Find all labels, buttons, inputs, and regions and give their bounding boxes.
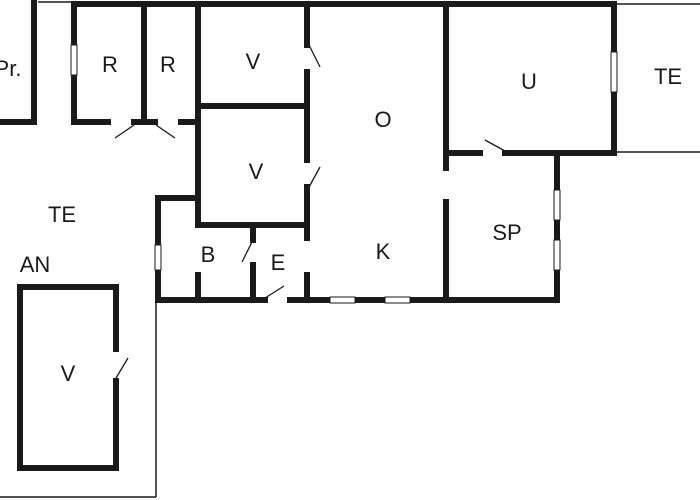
room-label-v2: V bbox=[249, 159, 264, 184]
doors bbox=[114, 44, 506, 379]
room-label-te-right: TE bbox=[654, 64, 682, 89]
room-label-sp: SP bbox=[492, 220, 521, 245]
room-label-o: O bbox=[374, 107, 391, 132]
room-label-v3: V bbox=[61, 361, 76, 386]
room-label-u: U bbox=[521, 69, 537, 94]
room-label-k: K bbox=[376, 239, 391, 264]
room-label-r2: R bbox=[160, 52, 176, 77]
room-label-v1: V bbox=[246, 49, 261, 74]
room-label-te-left: TE bbox=[48, 202, 76, 227]
room-labels: Pr. R R V O U TE V TE AN B E K SP V bbox=[0, 49, 682, 386]
room-label-an: AN bbox=[20, 252, 51, 277]
room-label-r1: R bbox=[102, 52, 118, 77]
windows bbox=[70, 44, 618, 378]
room-label-pr: Pr. bbox=[0, 56, 21, 81]
room-label-b: B bbox=[201, 242, 216, 267]
room-label-e: E bbox=[271, 250, 286, 275]
walls bbox=[0, 0, 617, 471]
